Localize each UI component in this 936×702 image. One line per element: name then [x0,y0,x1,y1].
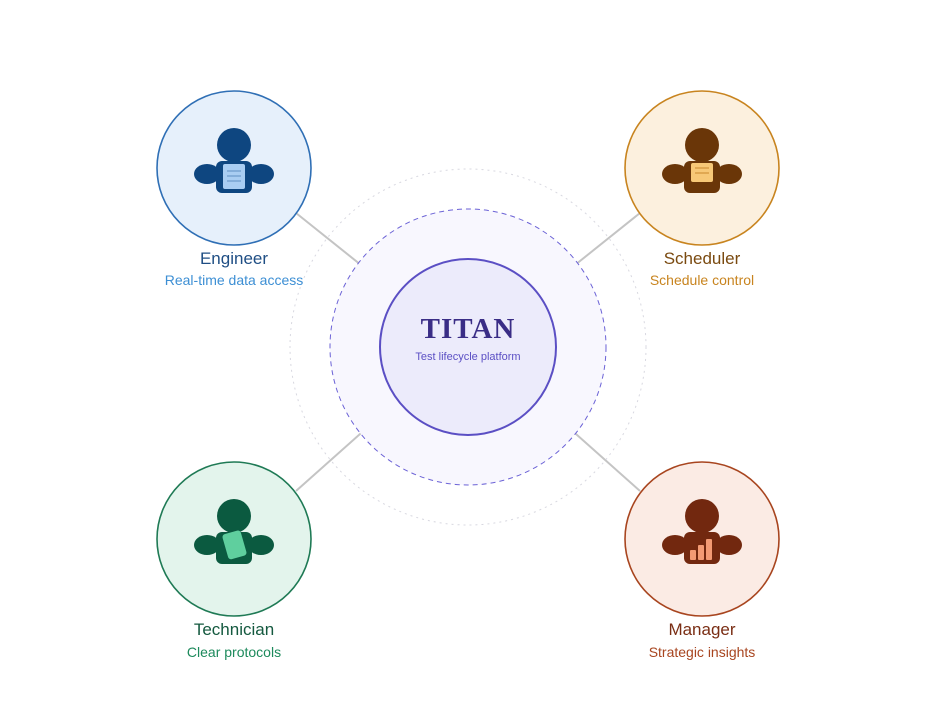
bar-chart-bar-2 [706,539,712,560]
engineer-right-arm [248,164,274,184]
bar-chart-bar-0 [690,550,696,560]
technician-left-arm [194,535,220,555]
role-node-technician [156,461,312,617]
technician-right-arm [248,535,274,555]
manager-bar-chart-icon [662,499,742,564]
manager-left-arm [662,535,688,555]
role-title-technician: Technician [193,620,275,639]
role-subtitle-manager: Strategic insights [648,644,756,660]
bar-chart-bar-1 [698,545,704,560]
role-subtitle-scheduler: Schedule control [649,272,755,288]
manager-head [685,499,719,533]
scheduler-left-arm [662,164,688,184]
manager-right-arm [716,535,742,555]
engineer-document-icon [194,128,274,193]
hub-outer-dotted-ring [289,168,647,526]
role-node-scheduler [624,90,780,246]
role-title-engineer: Engineer [199,249,269,268]
engineer-left-arm [194,164,220,184]
scheduler-note-icon [662,128,742,193]
hub-subtitle: Test lifecycle platform [415,351,521,363]
scheduler-right-arm [716,164,742,184]
role-subtitle-engineer: Real-time data access [164,272,304,288]
technician-tablet-icon [194,499,274,564]
engineer-head [217,128,251,162]
scheduler-head [685,128,719,162]
hub-title: TITAN [420,313,516,345]
role-title-manager: Manager [668,620,736,639]
tablet-device [222,530,247,560]
technician-head [217,499,251,533]
role-node-manager [624,461,780,617]
role-node-engineer [156,90,312,246]
hub-core-circle [379,258,557,436]
role-title-scheduler: Scheduler [663,249,741,268]
role-subtitle-technician: Clear protocols [186,644,282,660]
